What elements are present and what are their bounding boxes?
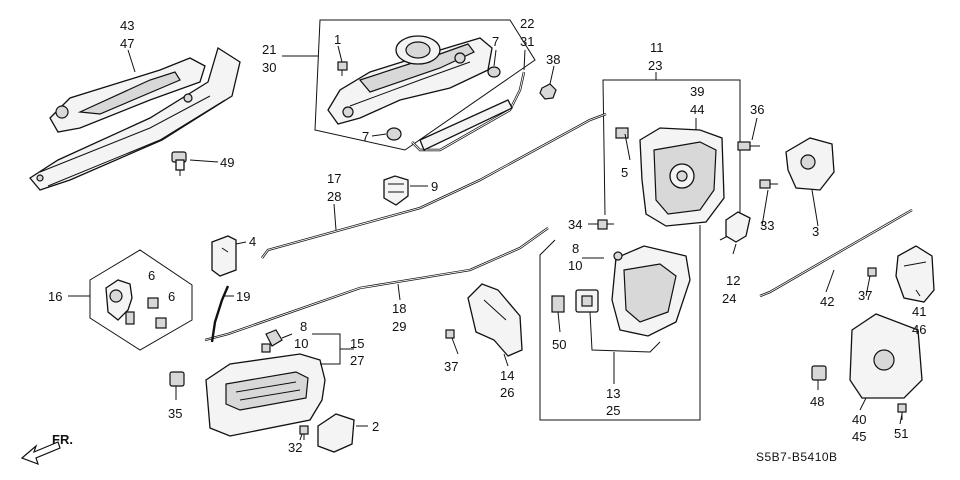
clip-part-49 — [171, 151, 187, 176]
callout-5: 5 — [621, 165, 628, 180]
screw-part-37a — [445, 329, 455, 339]
screw-part-32 — [299, 425, 309, 440]
callout-21: 21 — [262, 42, 276, 57]
screw-part-33 — [759, 179, 778, 189]
actuator-part — [551, 245, 691, 353]
callout-15: 15 — [350, 336, 364, 351]
outer-handle-group-frame — [314, 19, 536, 151]
parts — [20, 35, 935, 466]
callout-9: 9 — [431, 179, 438, 194]
callout-23: 23 — [648, 58, 662, 73]
callout-50: 50 — [552, 337, 566, 352]
callout-6a: 6 — [148, 268, 155, 283]
rod-part-19 — [210, 285, 230, 343]
callout-17: 17 — [327, 171, 341, 186]
front-direction-label: FR. — [52, 432, 73, 447]
outer-handle-part — [327, 35, 493, 125]
cover-cap-part-2 — [317, 413, 355, 453]
callout-3: 3 — [812, 224, 819, 239]
rod-clip-part-9 — [383, 175, 409, 206]
callout-14: 14 — [500, 368, 514, 383]
callout-30: 30 — [262, 60, 276, 75]
grommet-part-7b — [386, 127, 402, 141]
clip-part-8-10 — [261, 329, 283, 353]
callout-18: 18 — [392, 301, 406, 316]
long-rods — [204, 112, 607, 342]
lock-knob-part-4 — [211, 235, 237, 277]
callout-43: 43 — [120, 18, 134, 33]
callout-49: 49 — [220, 155, 234, 170]
callout-16: 16 — [48, 289, 62, 304]
grommet-part-7a — [487, 66, 501, 78]
callout-46: 46 — [912, 322, 926, 337]
diagram-code: S5B7-B5410B — [756, 450, 838, 464]
callout-4: 4 — [249, 234, 256, 249]
callout-48: 48 — [810, 394, 824, 409]
front-direction-arrow-icon — [20, 441, 61, 466]
callout-41: 41 — [912, 304, 926, 319]
callout-37b: 37 — [444, 359, 458, 374]
rod-part-42 — [759, 208, 913, 298]
callout-33: 33 — [760, 218, 774, 233]
callout-34: 34 — [568, 217, 582, 232]
callout-22: 22 — [520, 16, 534, 31]
callout-47: 47 — [120, 36, 134, 51]
screw-part-51 — [897, 403, 907, 420]
handle-rod-bracket-part — [411, 71, 526, 152]
callout-27: 27 — [350, 353, 364, 368]
callout-39: 39 — [690, 84, 704, 99]
clip-part-48 — [811, 365, 827, 381]
callout-51: 51 — [894, 426, 908, 441]
actuator-group-frame — [539, 225, 701, 421]
callout-35: 35 — [168, 406, 182, 421]
clip-part-35 — [169, 371, 185, 387]
callout-40: 40 — [852, 412, 866, 427]
handle-bracket-part — [29, 46, 241, 191]
callout-8a: 8 — [572, 241, 579, 256]
callout-1: 1 — [334, 32, 341, 47]
grommet-part-12 — [725, 211, 751, 243]
callout-31: 31 — [520, 34, 534, 49]
screw-part-36 — [737, 141, 760, 151]
callout-42: 42 — [820, 294, 834, 309]
knob-assembly-part-16 — [105, 279, 167, 329]
callout-8b: 8 — [300, 319, 307, 334]
callout-36: 36 — [750, 102, 764, 117]
lock-knob-group-frame — [89, 249, 193, 351]
callout-37a: 37 — [858, 288, 872, 303]
callout-44: 44 — [690, 102, 704, 117]
screw-part-1 — [337, 61, 348, 76]
screw-part-34 — [597, 219, 614, 230]
callout-7a: 7 — [492, 34, 499, 49]
rear-lock-part-41 — [895, 245, 935, 303]
callout-12: 12 — [726, 273, 740, 288]
callout-2: 2 — [372, 419, 379, 434]
callout-7b: 7 — [362, 129, 369, 144]
callout-10b: 10 — [294, 336, 308, 351]
callouts: 43 47 21 30 1 7 7 22 31 38 11 23 39 44 3… — [48, 16, 926, 455]
striker-part-3 — [785, 137, 835, 191]
inside-handle-part — [205, 353, 326, 437]
bracket-part-14 — [467, 283, 523, 357]
callout-25: 25 — [606, 403, 620, 418]
callout-6b: 6 — [168, 289, 175, 304]
callout-10a: 10 — [568, 258, 582, 273]
callout-11: 11 — [650, 40, 664, 55]
callout-19: 19 — [236, 289, 250, 304]
screw-part-37b — [867, 267, 877, 277]
callout-29: 29 — [392, 319, 406, 334]
callout-45: 45 — [852, 429, 866, 444]
callout-32: 32 — [288, 440, 302, 455]
nut-part-38 — [539, 83, 557, 100]
callout-13: 13 — [606, 386, 620, 401]
latch-part — [615, 127, 725, 227]
rear-actuator-part — [849, 313, 923, 399]
callout-24: 24 — [722, 291, 736, 306]
callout-26: 26 — [500, 385, 514, 400]
callout-38: 38 — [546, 52, 560, 67]
callout-28: 28 — [327, 189, 341, 204]
leader-lines — [68, 45, 921, 441]
